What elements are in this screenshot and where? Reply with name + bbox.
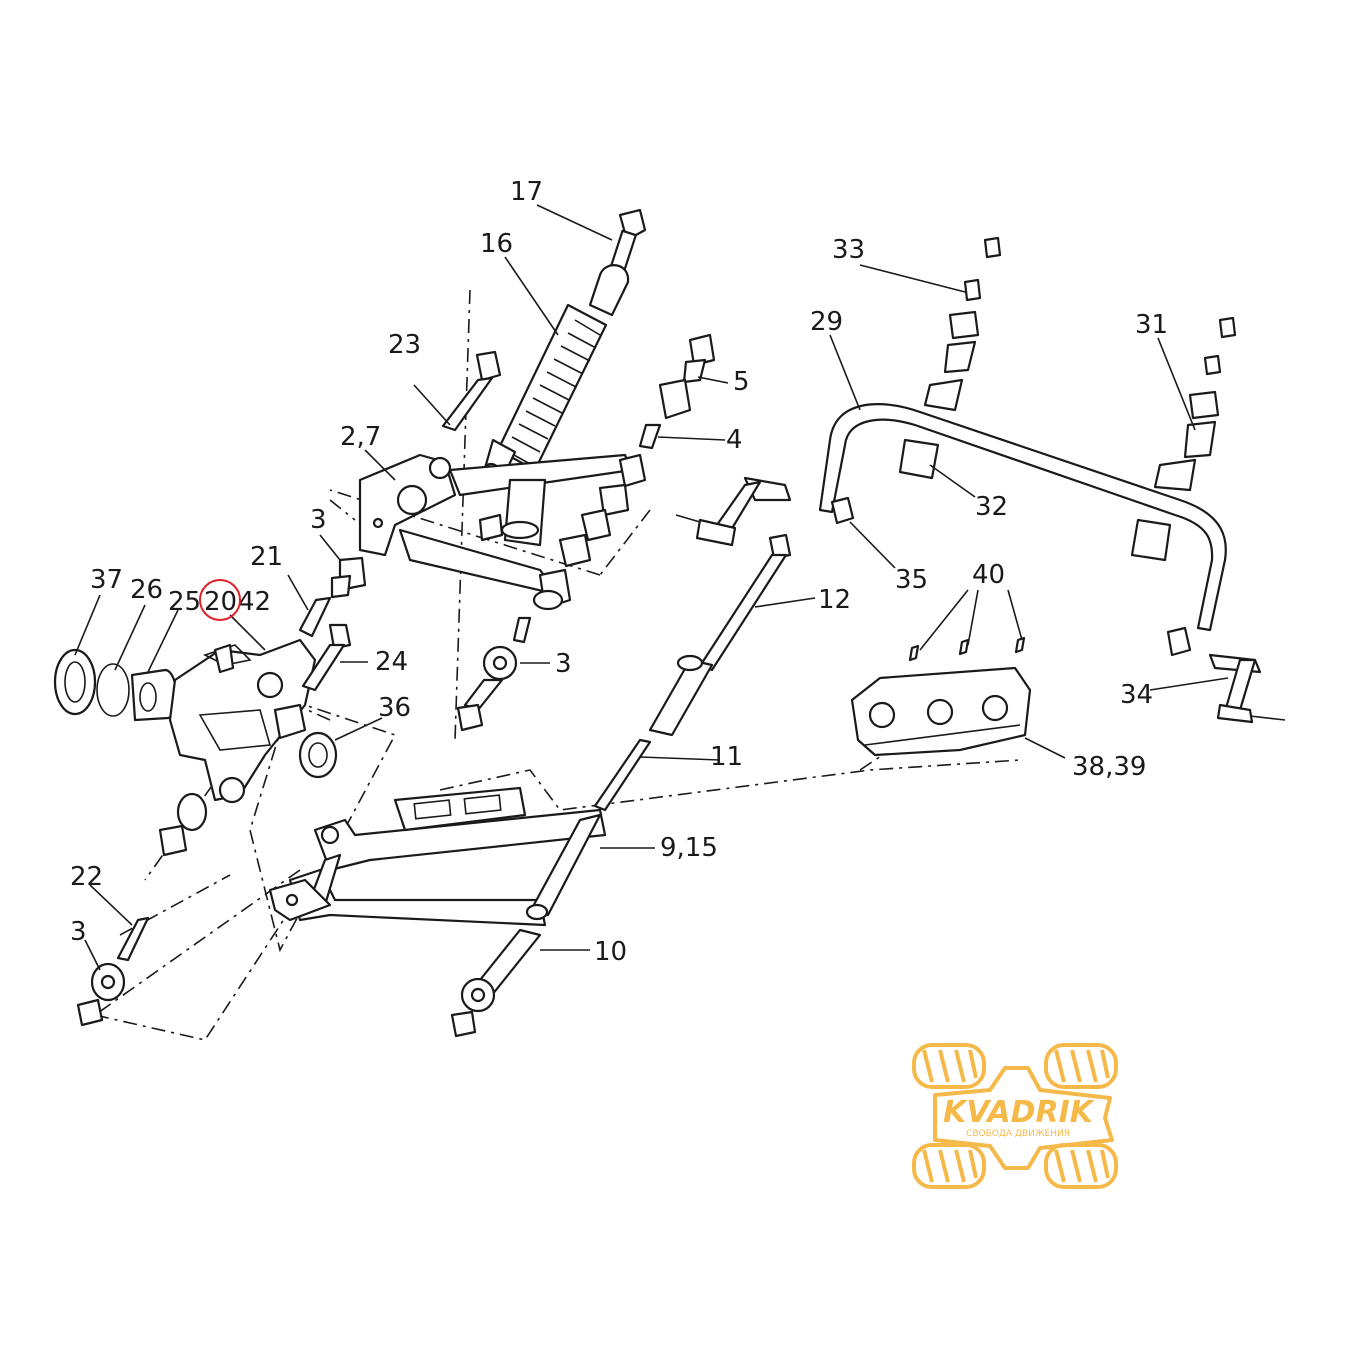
part-number-labels: 17 16 23 5 4 2,7 3 21 37 26 25 20 42 24 … xyxy=(70,177,1168,967)
label-4: 4 xyxy=(726,425,743,455)
atv-top-view-icon xyxy=(912,1043,1118,1189)
label-42: 42 xyxy=(238,587,271,617)
label-3-bottom: 3 xyxy=(70,917,87,947)
stabilizer-link-34 xyxy=(1208,653,1286,724)
shaft-11 xyxy=(593,738,652,812)
knuckle-assembly xyxy=(53,638,317,804)
stabilizer-bar xyxy=(818,236,1237,657)
label-9-15: 9,15 xyxy=(660,833,718,863)
label-3-top: 3 xyxy=(310,505,327,535)
label-37: 37 xyxy=(90,565,123,595)
label-23: 23 xyxy=(388,330,421,360)
label-31: 31 xyxy=(1135,310,1168,340)
bushing-10 xyxy=(450,928,542,1038)
label-11: 11 xyxy=(710,742,743,772)
label-16: 16 xyxy=(480,229,513,259)
label-38-39: 38,39 xyxy=(1072,752,1146,782)
label-40: 40 xyxy=(972,560,1005,590)
label-2-7: 2,7 xyxy=(340,422,381,452)
bushing-stack-right xyxy=(478,333,716,568)
leader-lines xyxy=(74,204,1229,971)
upper-a-arm xyxy=(358,453,634,611)
logo-brand: KVADRIK xyxy=(943,1095,1096,1130)
bolt-stack-lower-left xyxy=(456,616,532,732)
label-32: 32 xyxy=(975,492,1008,522)
label-22: 22 xyxy=(70,862,103,892)
label-34: 34 xyxy=(1120,680,1153,710)
highlight-circle-20 xyxy=(199,579,241,621)
label-3-mid: 3 xyxy=(555,649,572,679)
bolt-22-stack xyxy=(76,916,150,1027)
label-35: 35 xyxy=(895,565,928,595)
label-12: 12 xyxy=(818,585,851,615)
lower-a-arm xyxy=(268,786,607,927)
stabilizer-link-left xyxy=(675,476,792,547)
label-21: 21 xyxy=(250,542,283,572)
label-24: 24 xyxy=(375,647,408,677)
bolt-23 xyxy=(441,350,502,432)
label-29: 29 xyxy=(810,307,843,337)
shock-spring xyxy=(496,303,608,472)
label-5: 5 xyxy=(733,367,750,397)
label-36: 36 xyxy=(378,693,411,723)
label-20: 20 xyxy=(204,587,237,617)
label-10: 10 xyxy=(594,937,627,967)
label-26: 26 xyxy=(130,575,163,605)
logo-tagline: СВОБОДА ДВИЖЕНИЯ xyxy=(966,1129,1070,1139)
bolt-24 xyxy=(301,623,352,692)
skid-plate xyxy=(850,636,1032,757)
knuckle-lower-hardware xyxy=(158,792,208,857)
seal-36 xyxy=(298,731,338,779)
label-33: 33 xyxy=(832,235,865,265)
label-17: 17 xyxy=(510,177,543,207)
kvadrik-logo: KVADRIK СВОБОДА ДВИЖЕНИЯ xyxy=(912,1043,1118,1189)
label-25: 25 xyxy=(168,587,201,617)
bushing-3-top xyxy=(298,556,367,638)
axle-12 xyxy=(648,533,792,737)
